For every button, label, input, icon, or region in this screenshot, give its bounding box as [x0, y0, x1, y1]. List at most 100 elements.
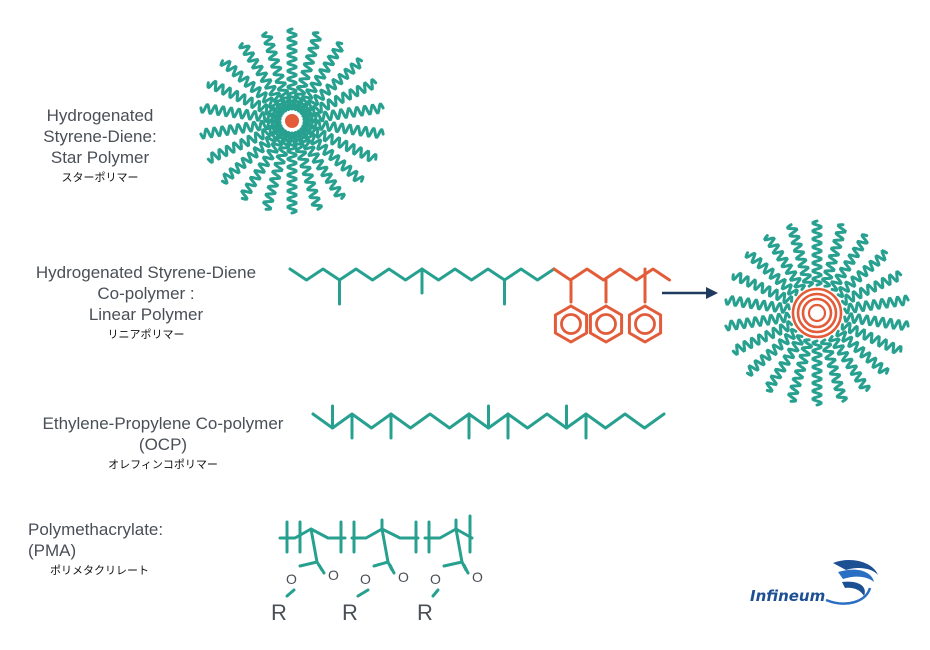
phenyl-ring [588, 304, 624, 344]
polymer-arm [301, 78, 378, 121]
polymer-arm [240, 128, 288, 201]
phenyl-ring [627, 304, 663, 344]
polymer-arm [843, 312, 910, 331]
polymer-arm [296, 41, 344, 114]
ocp-label: Ethylene-Propylene Co-polymer (OCP) オレフィ… [24, 413, 302, 473]
phenyl-ring [553, 304, 589, 344]
polymer-arm [731, 271, 794, 305]
carbonyl-bond [462, 563, 470, 575]
polymer-arm [765, 334, 804, 393]
label-japanese: リニアポリマー [107, 328, 185, 341]
backbone-segment-styrene [552, 267, 671, 282]
pma-label: Polymethacrylate: (PMA) ポリメタクリレート [28, 519, 182, 579]
polymer-arm [299, 57, 363, 117]
polymer-arm [827, 335, 871, 392]
oxygen-atom: O [430, 571, 441, 587]
r-group: R [271, 600, 287, 625]
polymer-arm [840, 321, 903, 355]
polymer-arm [302, 102, 385, 125]
backbone-unit [423, 527, 474, 540]
star-polymer-label: Hydrogenated Styrene-Diene: Star Polymer… [18, 105, 182, 186]
polymer-arm [290, 131, 323, 211]
alkyl-bond [285, 588, 296, 598]
polymer-arm [841, 270, 903, 307]
polymer-arm [294, 129, 346, 200]
ester-link [454, 527, 464, 564]
label-line: Ethylene-Propylene Co-polymer [42, 414, 284, 433]
polymer-arm [206, 121, 283, 164]
carbonyl-bond [388, 563, 396, 575]
polymer-arm [744, 251, 799, 297]
polymer-arm [811, 339, 823, 407]
micelle-structure [724, 219, 910, 407]
oxygen-atom: O [286, 571, 297, 587]
backbone-unit [350, 527, 420, 540]
label-line: Polymethacrylate: [28, 520, 164, 539]
oxygen-atom: O [328, 567, 339, 583]
linear-polymer-structure [288, 267, 671, 344]
linear-polymer-label: Hydrogenated Styrene-Diene Co-polymer : … [20, 262, 272, 343]
alkyl-bond [431, 588, 440, 598]
ester-link [309, 527, 319, 564]
ester-link [380, 527, 390, 564]
aromatic-circle [560, 313, 582, 335]
core-ring [274, 103, 310, 139]
oxygen-atom: O [398, 569, 409, 585]
polymer-arm [262, 131, 293, 211]
core-dot [285, 114, 299, 128]
label-line: Co-polymer : [97, 284, 195, 303]
polymer-arm [238, 42, 290, 113]
alkyl-bond [356, 588, 370, 598]
polymer-arm [746, 327, 798, 377]
ester-bond [442, 560, 464, 568]
star-polymer-structure [199, 27, 385, 215]
core-ring [801, 297, 833, 329]
polymer-arm [820, 223, 847, 288]
polymer-arm [286, 131, 298, 215]
arrow-to-micelle [662, 287, 718, 299]
polymer-arm [206, 79, 283, 120]
oxygen-atom: O [360, 571, 371, 587]
label-line: (OCP) [138, 435, 188, 454]
polymer-arm [835, 329, 890, 375]
ester-bond [372, 560, 390, 568]
infineum-logo: Infineum [750, 560, 878, 605]
polymer-arm [199, 117, 282, 140]
label-line: Hydrogenated Styrene-Diene [35, 263, 257, 282]
polymer-arm [286, 27, 298, 111]
polymer-arm [298, 127, 365, 183]
polymer-arm [301, 122, 378, 163]
ester-bond [298, 560, 319, 568]
aromatic-circle [595, 313, 617, 335]
oxygen-atom: O [472, 569, 483, 585]
polymer-arm [811, 219, 823, 287]
label-line: Hydrogenated [46, 106, 154, 125]
polymer-arm [219, 59, 286, 115]
label-line: Star Polymer [50, 148, 150, 167]
polymer-arm [819, 338, 848, 403]
polymer-arm [724, 311, 791, 332]
r-group: R [417, 600, 433, 625]
core-ring [791, 287, 843, 339]
polymer-arm [836, 249, 888, 299]
label-line: (PMA) [28, 541, 77, 560]
aromatic-circle [634, 313, 656, 335]
r-group: R [342, 600, 358, 625]
polymer-arm [731, 319, 793, 356]
label-line: Styrene-Diene: [43, 127, 157, 146]
polymer-arm [787, 338, 814, 403]
core-ring [796, 292, 838, 334]
polymer-arm [221, 125, 285, 185]
label-japanese: オレフィンコポリマー [108, 458, 218, 471]
label-japanese: スターポリマー [61, 171, 139, 184]
ocp-structure [311, 404, 666, 440]
label-japanese: ポリメタクリレート [50, 564, 149, 577]
polymer-arm [724, 295, 791, 314]
polymer-arm [843, 294, 910, 315]
polymer-arm [291, 31, 322, 111]
polymer-arm [261, 31, 294, 111]
polymer-arm [830, 233, 869, 292]
